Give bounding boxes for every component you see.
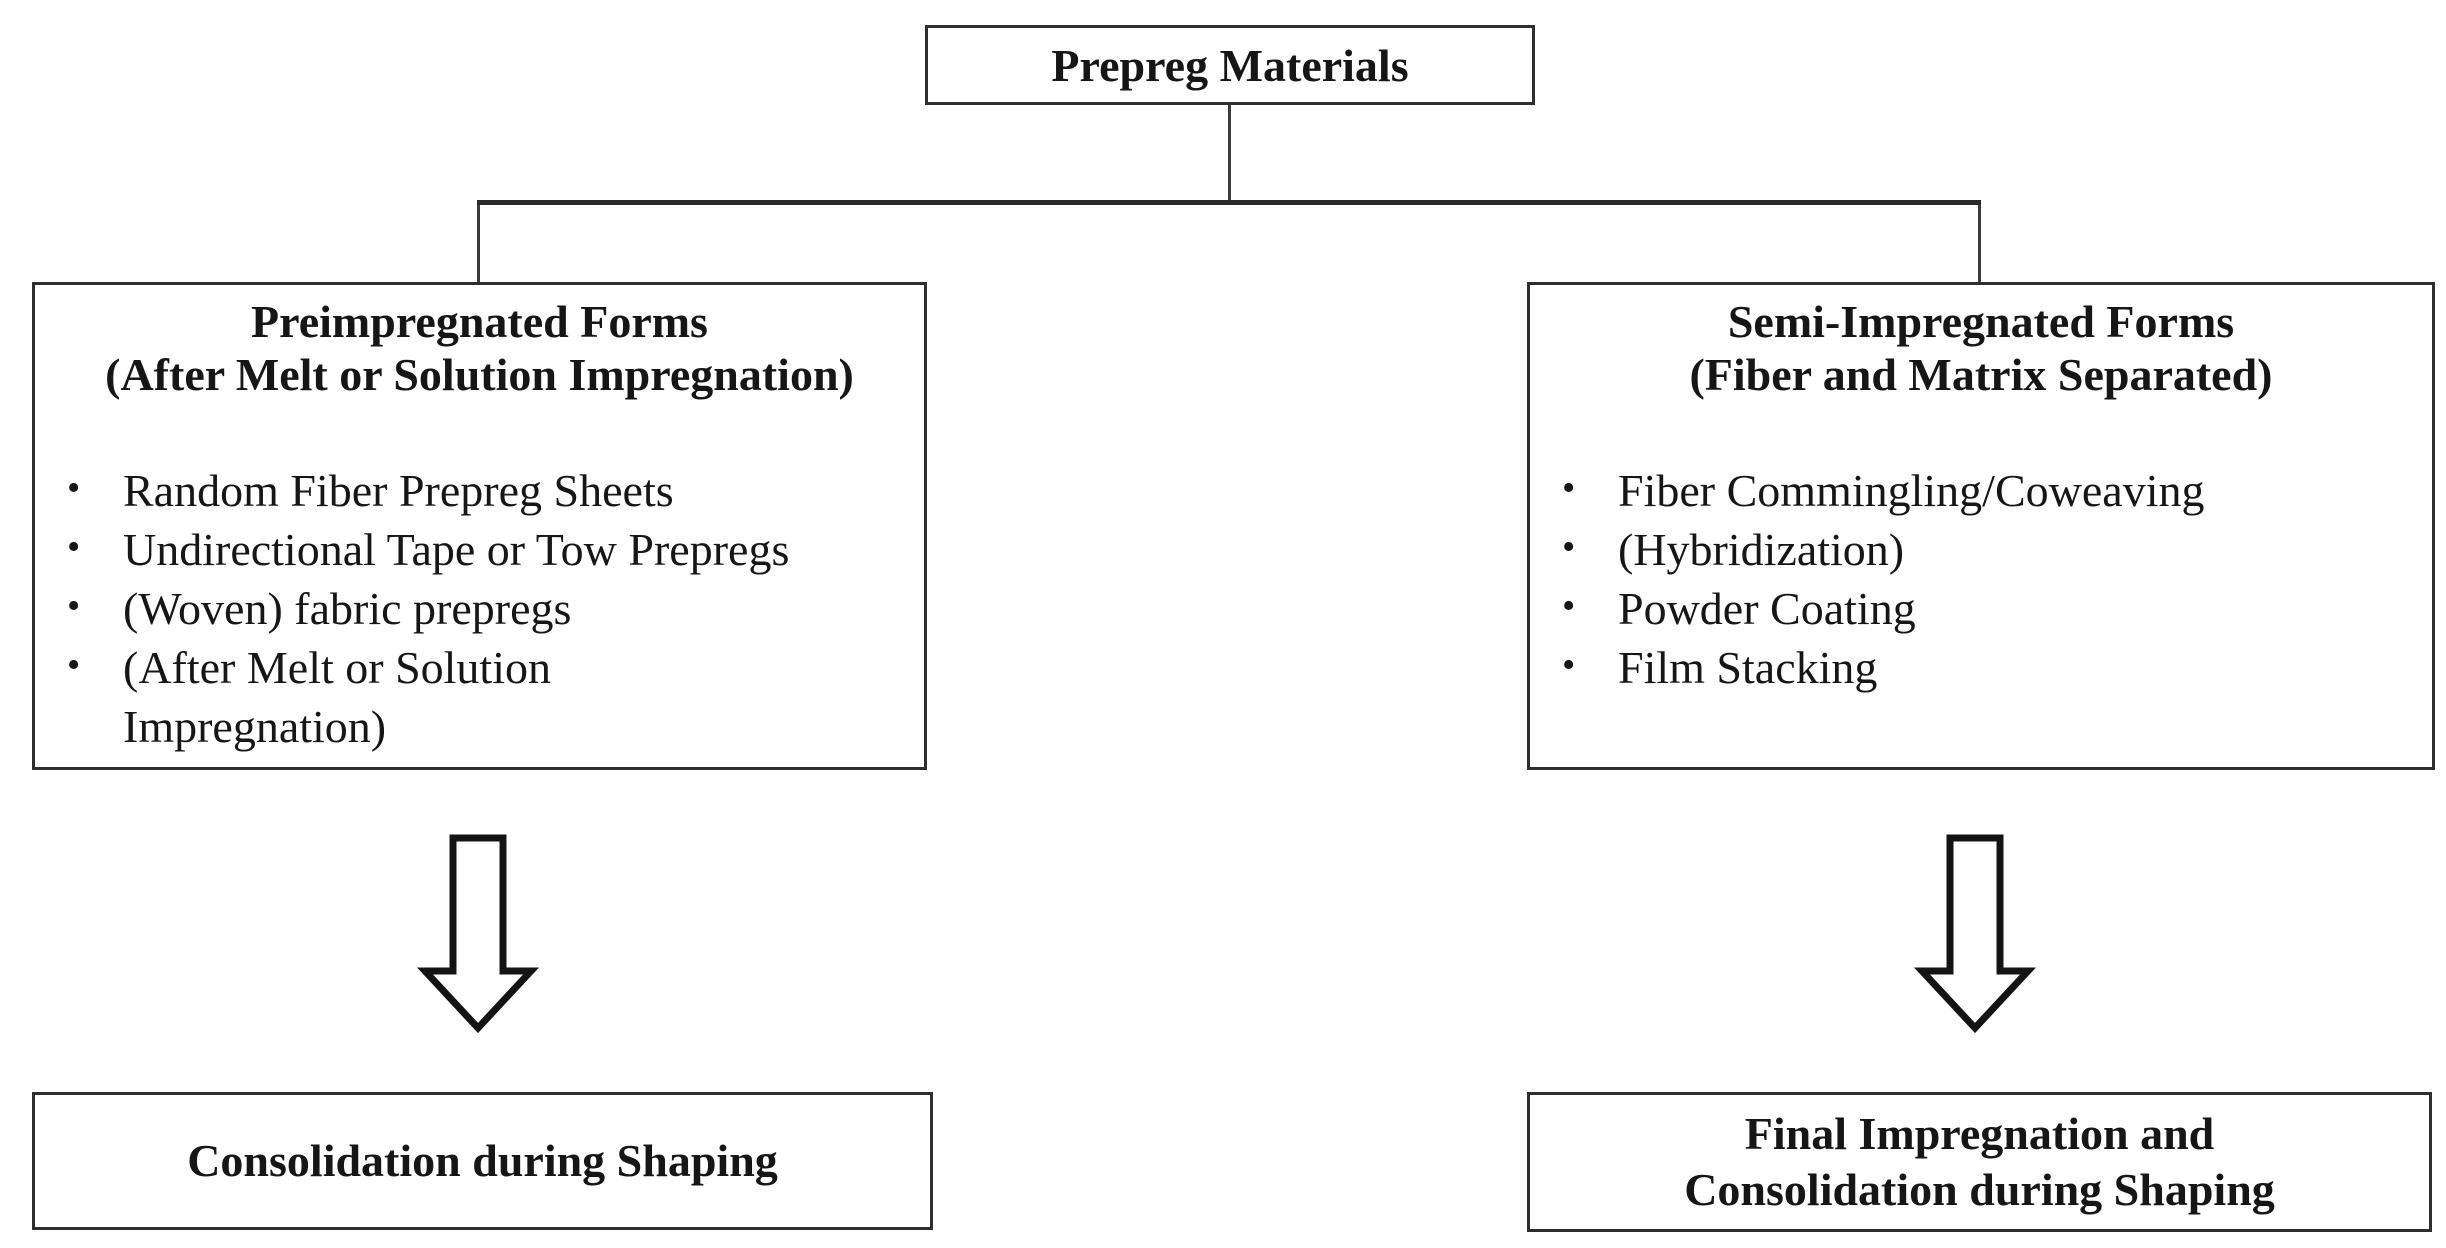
down-arrow-icon	[1913, 834, 2037, 1034]
bullet-dot-icon: •	[1562, 644, 1576, 686]
root-node-label: Prepreg Materials	[1051, 39, 1409, 91]
bullet-dot-icon: •	[67, 644, 81, 686]
bullet-dot-icon: •	[1562, 467, 1576, 509]
list-item-text: (Hybridization)	[1618, 524, 1905, 575]
bullet-dot-icon: •	[1562, 585, 1576, 627]
list-item-text: Fiber Commingling/Coweaving	[1618, 465, 2205, 516]
right-branch-bullet-list: • Fiber Commingling/Coweaving • (Hybridiza…	[1530, 461, 2414, 697]
list-item-text: Powder Coating	[1618, 583, 1916, 634]
connector-right-drop-line	[1978, 205, 1981, 284]
list-item-text: Film Stacking	[1618, 642, 1878, 693]
left-outcome-line1: Consolidation during Shaping	[187, 1135, 778, 1186]
list-item: • Undirectional Tape or Tow Prepregs	[67, 520, 896, 579]
right-outcome-line2: Consolidation during Shaping	[1684, 1164, 2275, 1215]
left-branch-bullet-list: • Random Fiber Prepreg Sheets • Undirectio…	[35, 461, 906, 756]
list-item-text: Random Fiber Prepreg Sheets	[123, 465, 674, 516]
list-item: • Powder Coating	[1562, 579, 2404, 638]
node-preimpregnated-forms: Preimpregnated Forms (After Melt or Solu…	[32, 282, 927, 770]
right-branch-title-line2: (Fiber and Matrix Separated)	[1689, 349, 2273, 400]
node-semi-impregnated-forms: Semi-Impregnated Forms (Fiber and Matrix…	[1527, 282, 2435, 770]
list-item: • Fiber Commingling/Coweaving	[1562, 461, 2404, 520]
list-item-text: (After Melt or Solution Impregnation)	[123, 642, 551, 752]
bullet-dot-icon: •	[67, 585, 81, 627]
list-item: • (Hybridization)	[1562, 520, 2404, 579]
bullet-dot-icon: •	[67, 526, 81, 568]
root-node-prepreg-materials: Prepreg Materials	[925, 25, 1535, 105]
right-branch-title: Semi-Impregnated Forms (Fiber and Matrix…	[1530, 295, 2414, 401]
list-item: • Random Fiber Prepreg Sheets	[67, 461, 896, 520]
list-item: • Film Stacking	[1562, 638, 2404, 697]
node-final-impregnation-and-consolidation: Final Impregnation and Consolidation dur…	[1527, 1092, 2432, 1232]
connector-stem-line	[1228, 105, 1231, 203]
down-arrow-icon	[416, 834, 540, 1034]
node-consolidation-during-shaping: Consolidation during Shaping	[32, 1092, 933, 1230]
list-item: • (Woven) fabric prepregs	[67, 579, 896, 638]
list-item-text: (Woven) fabric prepregs	[123, 583, 572, 634]
left-branch-title-line1: Preimpregnated Forms	[251, 296, 708, 347]
left-branch-title-line2: (After Melt or Solution Impregnation)	[105, 349, 854, 400]
right-branch-title-line1: Semi-Impregnated Forms	[1727, 296, 2235, 347]
connector-left-drop-line	[477, 205, 480, 284]
right-outcome-line1: Final Impregnation and	[1744, 1108, 2215, 1159]
left-branch-title: Preimpregnated Forms (After Melt or Solu…	[35, 295, 906, 401]
list-item-text: Undirectional Tape or Tow Prepregs	[123, 524, 790, 575]
bullet-dot-icon: •	[67, 467, 81, 509]
connector-crossbar-line	[477, 200, 1981, 205]
bullet-dot-icon: •	[1562, 526, 1576, 568]
list-item: • (After Melt or Solution Impregnation)	[67, 638, 683, 756]
